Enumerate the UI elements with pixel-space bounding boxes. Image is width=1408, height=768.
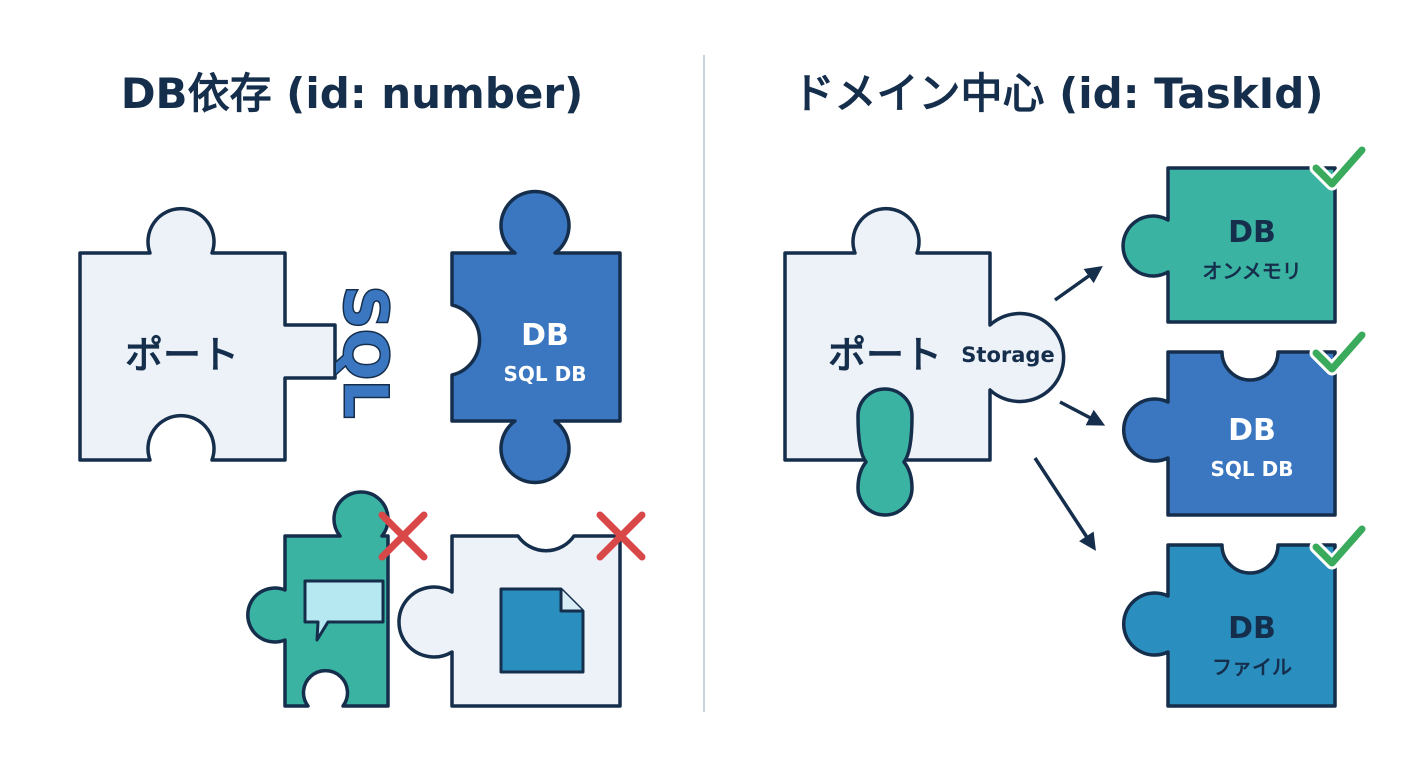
arrow-icon [1059,400,1106,426]
adapter-piece-sql-db: DB SQL DB [1122,350,1337,517]
sql-connector: SQL [329,284,402,419]
check-icon [1309,522,1369,570]
adapter-3-title: DB [1228,611,1276,646]
speech-bubble-icon [303,579,385,642]
left-db-subtitle: SQL DB [504,362,587,386]
cross-icon [378,511,428,561]
adapter-piece-in-memory: DB オンメモリ [1121,166,1337,324]
left-db-title: DB [521,318,569,353]
check-icon [1309,328,1369,376]
arrow-icon [1053,265,1103,302]
right-port-piece: ポート Storage [783,207,1066,462]
left-sql-db-piece: DB SQL DB [450,189,622,485]
adapter-piece-file: DB ファイル [1122,543,1337,708]
right-title: ドメイン中心 (id: TaskId) [792,69,1323,118]
adapter-2-subtitle: SQL DB [1211,457,1294,481]
storage-connector-label: Storage [961,343,1054,367]
cross-icon [596,511,646,561]
right-port-label: ポート [828,333,942,377]
arrow-icon [1033,457,1096,551]
check-icon [1309,143,1369,191]
document-icon [499,587,585,674]
adapter-1-subtitle: オンメモリ [1202,259,1301,283]
rejected-file-piece [397,534,622,708]
left-port-label: ポート [125,333,239,377]
left-port-piece: ポート [78,207,337,462]
teal-connector-tab [856,387,914,517]
left-title: DB依存 (id: number) [121,69,584,118]
adapter-1-title: DB [1228,215,1276,250]
adapter-2-title: DB [1228,413,1276,448]
adapter-3-subtitle: ファイル [1212,655,1292,679]
sql-connector-label: SQL [330,286,400,418]
rejected-chat-piece [246,490,390,708]
